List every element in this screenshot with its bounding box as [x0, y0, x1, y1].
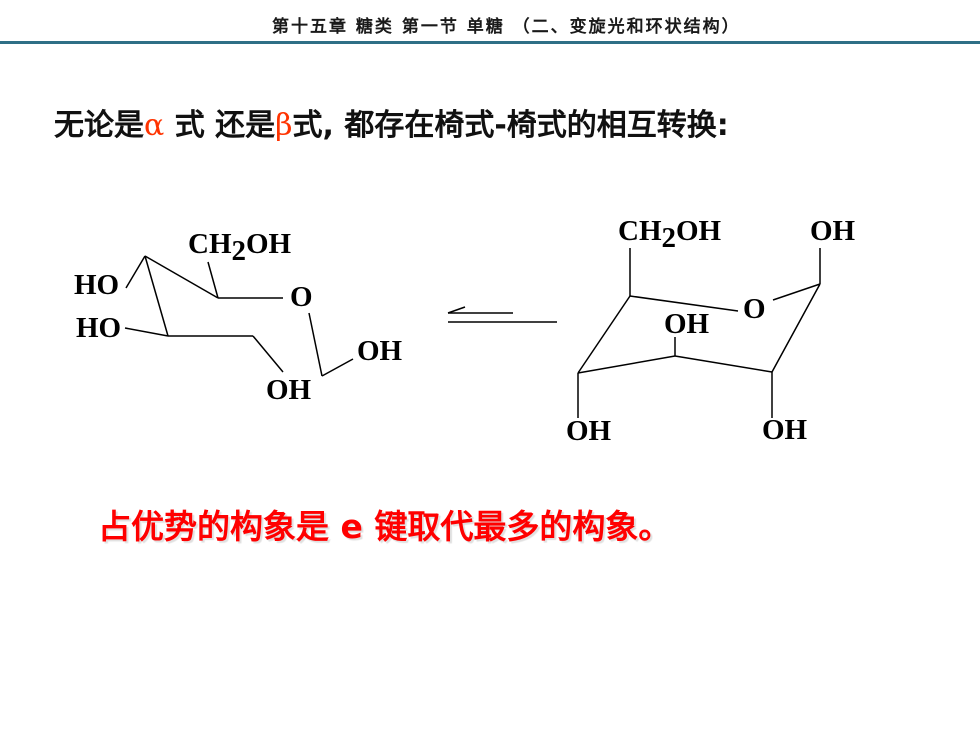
beta-symbol: β [275, 108, 293, 143]
left-ch2oh-label: CH2OH [188, 228, 292, 267]
substituent-bond [207, 261, 219, 299]
left-oh-bottom: OH [266, 374, 312, 406]
ring-bond [629, 295, 739, 312]
slide-title: 无论是α 式 还是β式, 都存在椅式-椅式的相互转换: [54, 100, 729, 144]
left-ho-top: HO [74, 269, 119, 301]
right-oh-inner: OH [664, 308, 710, 340]
title-part-2: 式 还是 [164, 108, 276, 143]
conclusion-statement: 占优势的构象是 e 键取代最多的构象。 [98, 507, 672, 546]
ring-bond [577, 355, 676, 374]
equilibrium-arrows [447, 306, 557, 323]
ring-bond [674, 355, 773, 373]
substituent-bond [124, 327, 169, 337]
right-oh-top: OH [810, 215, 856, 247]
slide-header: 第十五章 糖类 第一节 单糖 （二、变旋光和环状结构） [0, 0, 980, 44]
ring-bond [252, 335, 284, 373]
substituent-bond [125, 255, 146, 289]
ring-bond [577, 295, 631, 374]
right-chair-structure [577, 248, 821, 418]
title-part-3: 式, 都存在椅式-椅式的相互转换: [292, 108, 729, 143]
right-ch2oh-label: CH2OH [618, 215, 722, 254]
chapter-header-text: 第十五章 糖类 第一节 单糖 （二、变旋光和环状结构） [272, 17, 741, 37]
right-oh-bottom-left: OH [566, 415, 612, 447]
right-ring-oxygen: O [743, 293, 766, 325]
left-oh-anomeric: OH [357, 335, 403, 367]
ring-bond [308, 312, 323, 377]
ring-bond [144, 255, 169, 337]
substituent-bond [321, 358, 354, 377]
left-ho-middle: HO [76, 312, 121, 344]
left-chair-structure [124, 255, 354, 377]
forward-arrow-head [447, 306, 466, 314]
header-divider [0, 41, 980, 44]
ring-bond [771, 283, 821, 373]
ring-bond [772, 283, 821, 301]
title-part-1: 无论是 [54, 108, 144, 143]
alpha-symbol: α [144, 108, 165, 143]
left-ring-oxygen: O [290, 281, 313, 313]
ring-bond [144, 255, 219, 299]
right-oh-bottom-right: OH [762, 414, 808, 446]
